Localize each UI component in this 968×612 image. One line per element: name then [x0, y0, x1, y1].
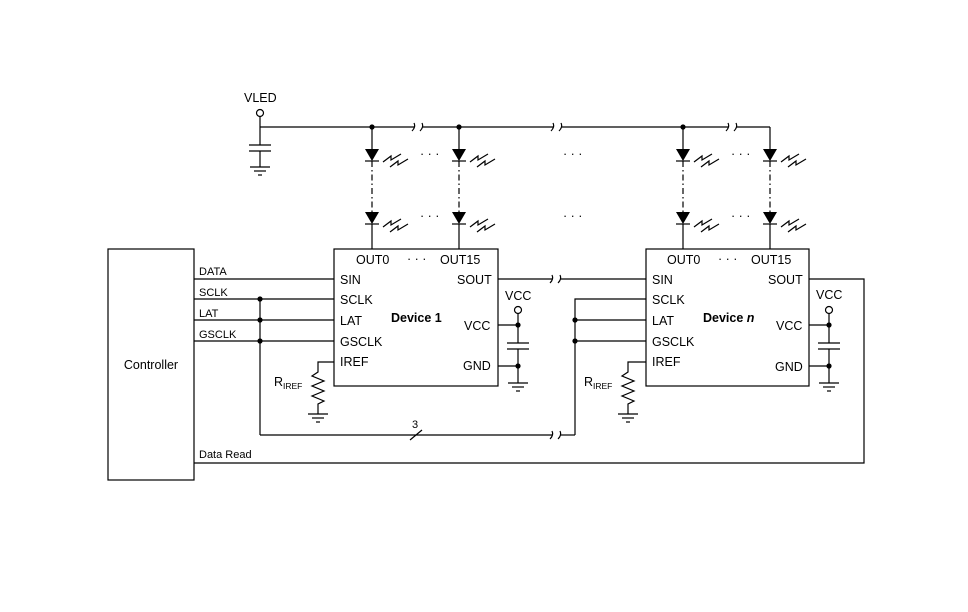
vcc-supply-label: VCC: [816, 288, 842, 302]
device-1: OUT0 · · · OUT15 SIN SCLK LAT GSCLK IREF…: [333, 248, 499, 387]
vled-supply: VLED: [244, 91, 277, 176]
ellipsis: · · ·: [420, 147, 439, 161]
pin-iref: IREF: [652, 355, 681, 369]
resistor-label: R: [274, 375, 283, 389]
pin-sout: SOUT: [768, 273, 803, 287]
led-icon: [763, 149, 777, 161]
pin-out0: OUT0: [667, 253, 700, 267]
led-column-dev1-out0: [365, 127, 409, 249]
pin-gnd: GND: [463, 359, 491, 373]
led-column-dev1-out15: [452, 127, 496, 249]
pin-sin: SIN: [652, 273, 673, 287]
pin-out0: OUT0: [356, 253, 389, 267]
device-1-label: Device 1: [391, 311, 442, 325]
ellipsis: · · ·: [718, 252, 737, 266]
ellipsis: · · ·: [731, 209, 750, 223]
pin-sout: SOUT: [457, 273, 492, 287]
ellipsis: · · ·: [563, 147, 582, 161]
device-1-power: VCC: [498, 289, 531, 392]
vled-label: VLED: [244, 91, 277, 105]
controller-label: Controller: [124, 358, 178, 372]
resistor-subscript: IREF: [283, 381, 302, 391]
device-n-iref-resistor: R IREF: [584, 361, 646, 423]
signal-lat-label: LAT: [199, 308, 219, 320]
vled-terminal: [255, 108, 265, 118]
ellipsis: · · ·: [731, 147, 750, 161]
ellipsis: · · ·: [407, 252, 426, 266]
signal-data-label: DATA: [199, 266, 227, 278]
bus-width-label: 3: [412, 419, 418, 431]
pin-gsclk: GSCLK: [340, 335, 383, 349]
device-n: OUT0 · · · OUT15 SIN SCLK LAT GSCLK IREF…: [645, 248, 810, 387]
ellipsis: · · ·: [563, 209, 582, 223]
resistor-label: R: [584, 375, 593, 389]
led-icon: [452, 149, 466, 161]
controller-block: Controller DATA SCLK LAT GSCLK Data Read: [107, 248, 252, 481]
vcc-terminal: [513, 305, 523, 315]
signal-sclk-label: SCLK: [199, 287, 228, 299]
vcc-supply-label: VCC: [505, 289, 531, 303]
signal-gsclk-label: GSCLK: [199, 329, 237, 341]
led-icon: [365, 212, 379, 224]
pin-out15: OUT15: [440, 253, 480, 267]
pin-vcc: VCC: [464, 319, 490, 333]
led-icon: [676, 212, 690, 224]
vcc-terminal: [824, 305, 834, 315]
pin-sclk: SCLK: [652, 293, 685, 307]
pin-gnd: GND: [775, 360, 803, 374]
pin-gsclk: GSCLK: [652, 335, 695, 349]
pin-sclk: SCLK: [340, 293, 373, 307]
pin-sin: SIN: [340, 273, 361, 287]
data-read-label: Data Read: [199, 449, 252, 461]
pin-lat: LAT: [340, 314, 362, 328]
led-column-devn-out0: [676, 127, 720, 249]
led-rail: [260, 122, 770, 132]
device-n-label: Device n: [703, 311, 755, 325]
ellipsis-marks: · · · · · · · · · · · · · · · · · ·: [420, 147, 750, 223]
pin-iref: IREF: [340, 355, 369, 369]
device-n-power: VCC: [809, 288, 842, 392]
ellipsis: · · ·: [420, 209, 439, 223]
led-icon: [365, 149, 379, 161]
pin-out15: OUT15: [751, 253, 791, 267]
led-icon: [452, 212, 466, 224]
led-icon: [763, 212, 777, 224]
device-1-iref-resistor: R IREF: [274, 361, 334, 423]
led-icon: [676, 149, 690, 161]
resistor-subscript: IREF: [593, 381, 612, 391]
led-column-devn-out15: [763, 127, 807, 249]
controller-wiring: 3: [194, 274, 865, 464]
pin-vcc: VCC: [776, 319, 802, 333]
pin-lat: LAT: [652, 314, 674, 328]
